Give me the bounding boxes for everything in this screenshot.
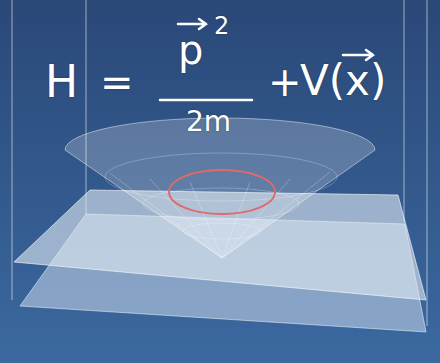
hamiltonian-symbol: H [45, 60, 78, 104]
vector-arrow [343, 50, 373, 60]
momentum-symbol: p [178, 30, 203, 70]
exponent: 2 [214, 14, 229, 38]
plus-sign: + [268, 62, 302, 102]
denominator: 2m [186, 108, 231, 136]
red-orbit [169, 170, 275, 214]
equals-sign: = [100, 62, 134, 102]
fraction-bar [160, 99, 252, 102]
cone-surface [65, 118, 375, 258]
vector-arrow [178, 19, 206, 29]
potential-term: V(x) [300, 60, 386, 102]
